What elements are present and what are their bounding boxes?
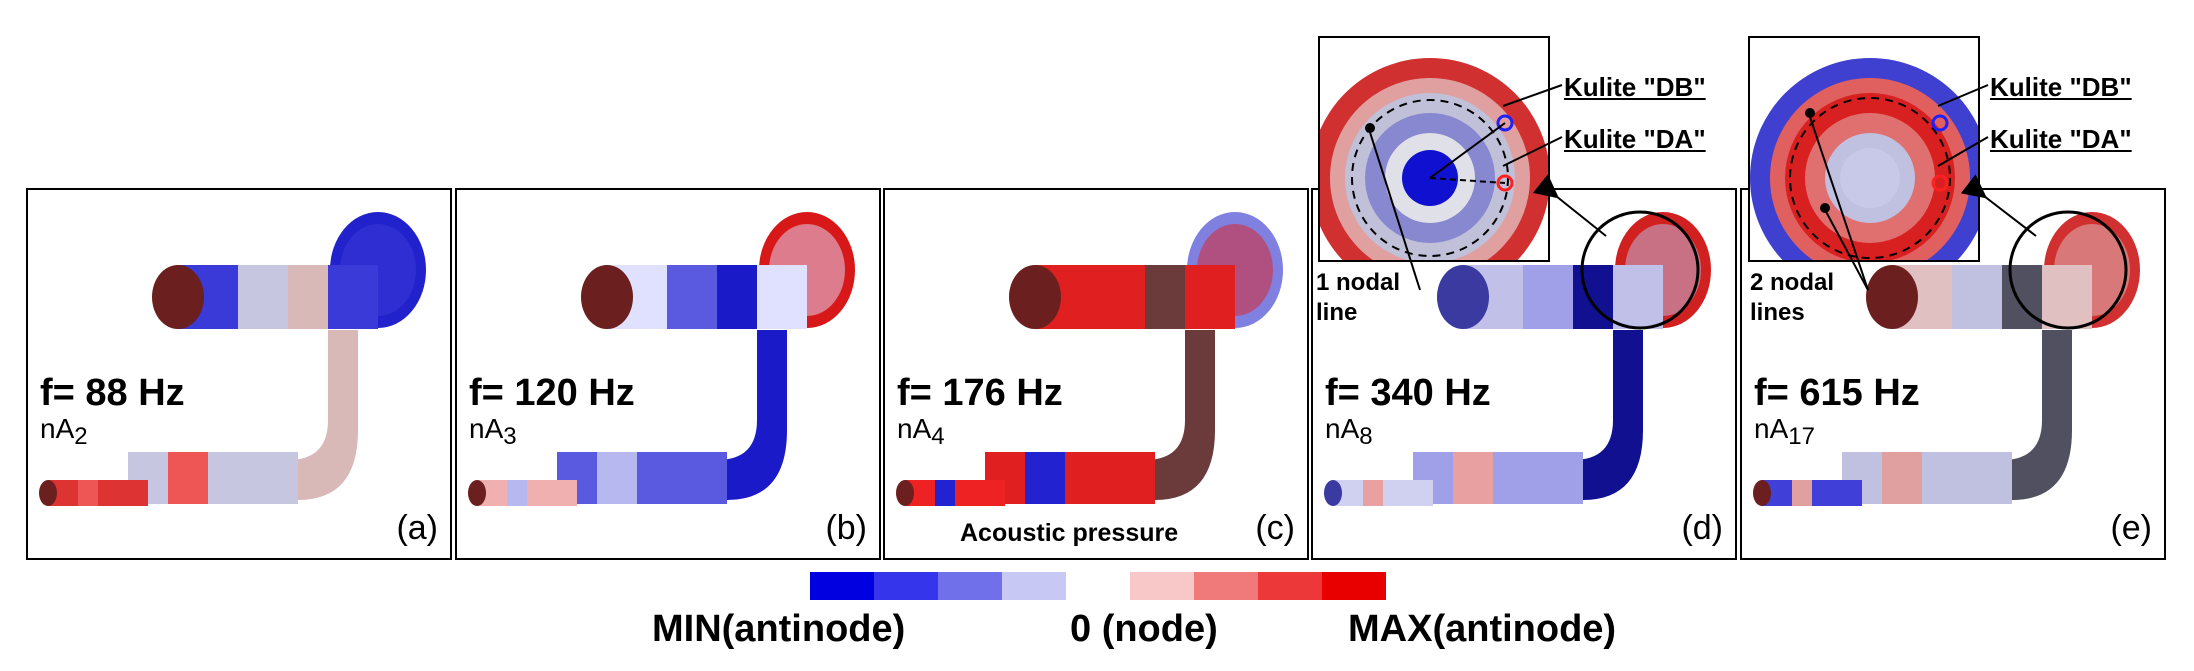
colorbar-swatch [1322,572,1386,600]
panel-label: (b) [825,509,867,547]
nodal-line-text-2: line [1316,299,1358,326]
frequency-label: f= 88 Hz [40,372,185,414]
nodal-line-label-e: 2 nodal lines [1750,268,1835,328]
frequency-label: f= 340 Hz [1325,372,1491,414]
bend-section [1453,330,1643,500]
kulite-da-label-e: Kulite "DA" [1990,124,2132,154]
mode-panel: f= 176 Hz nA4 (c) Acoustic pressure [883,188,1309,560]
kulite-db-label-e: Kulite "DB" [1990,72,2132,102]
upper-pipe-end [1437,265,1489,329]
upper-pipe-end [1866,265,1918,329]
nodal-lines-text-2: lines [1750,299,1805,326]
lower-pipe [557,452,727,504]
frequency-label: f= 120 Hz [469,372,635,414]
bend-section [597,330,787,500]
lower-pipe [985,452,1155,504]
duct-cross-section-d [1320,58,1548,260]
upper-pipe-end [581,265,633,329]
inlet-end [896,480,914,506]
colorbar-swatch [1258,572,1322,600]
nodal-line-text-1: 1 nodal [1316,269,1401,296]
colorbar-swatch [938,572,1002,600]
colorbar-swatch [810,572,874,600]
legend-zero: 0 (node) [1070,608,1218,650]
bend-section [168,330,358,500]
mode-panel: f= 88 Hz nA2 (a) [26,188,452,560]
mode-subscript: nA2 [40,413,88,450]
colorbar-swatch [1002,572,1066,600]
panel-label: (a) [396,509,438,547]
mode-subscript: nA3 [469,413,517,450]
colorbar-swatch [1130,572,1194,600]
inlet-end [1324,480,1342,506]
duct-geometry [468,212,855,506]
colorbar-swatch [874,572,938,600]
duct-cross-section-e [1750,58,1978,260]
upper-pipe-end [152,265,204,329]
lower-pipe [128,452,298,504]
nodal-line-label-d: 1 nodal line [1316,268,1401,328]
panel-label: (d) [1681,509,1723,547]
pressure-colorbar [810,572,1386,600]
inset-zoom-e [1748,36,1980,262]
mode-subscript: nA17 [1754,413,1815,450]
acoustic-pressure-label: Acoustic pressure [960,519,1179,547]
mode-panel: f= 120 Hz nA3 (b) [455,188,881,560]
mode-subscript: nA4 [897,413,945,450]
colorbar-swatch [1194,572,1258,600]
legend-max: MAX(antinode) [1348,608,1617,650]
panel-label: (e) [2110,509,2152,547]
colorbar-swatch [1066,572,1130,600]
inlet-end [39,480,57,506]
inlet-end [1753,480,1771,506]
upper-pipe-end [1009,265,1061,329]
kulite-da-label-d: Kulite "DA" [1564,124,1706,154]
bend-section [1025,330,1215,500]
mode-subscript: nA8 [1325,413,1373,450]
nodal-lines-text-1: 2 nodal [1750,269,1835,296]
lower-pipe [1842,452,2012,504]
frequency-label: f= 176 Hz [897,372,1063,414]
frequency-label: f= 615 Hz [1754,372,1920,414]
inset-zoom-d [1318,36,1550,262]
lower-pipe [1413,452,1583,504]
panel-label: (c) [1255,509,1295,547]
kulite-db-label-d: Kulite "DB" [1564,72,1706,102]
duct-geometry [39,212,426,506]
bend-section [1882,330,2072,500]
inlet-end [468,480,486,506]
legend-min: MIN(antinode) [652,608,906,650]
duct-geometry [896,212,1283,506]
